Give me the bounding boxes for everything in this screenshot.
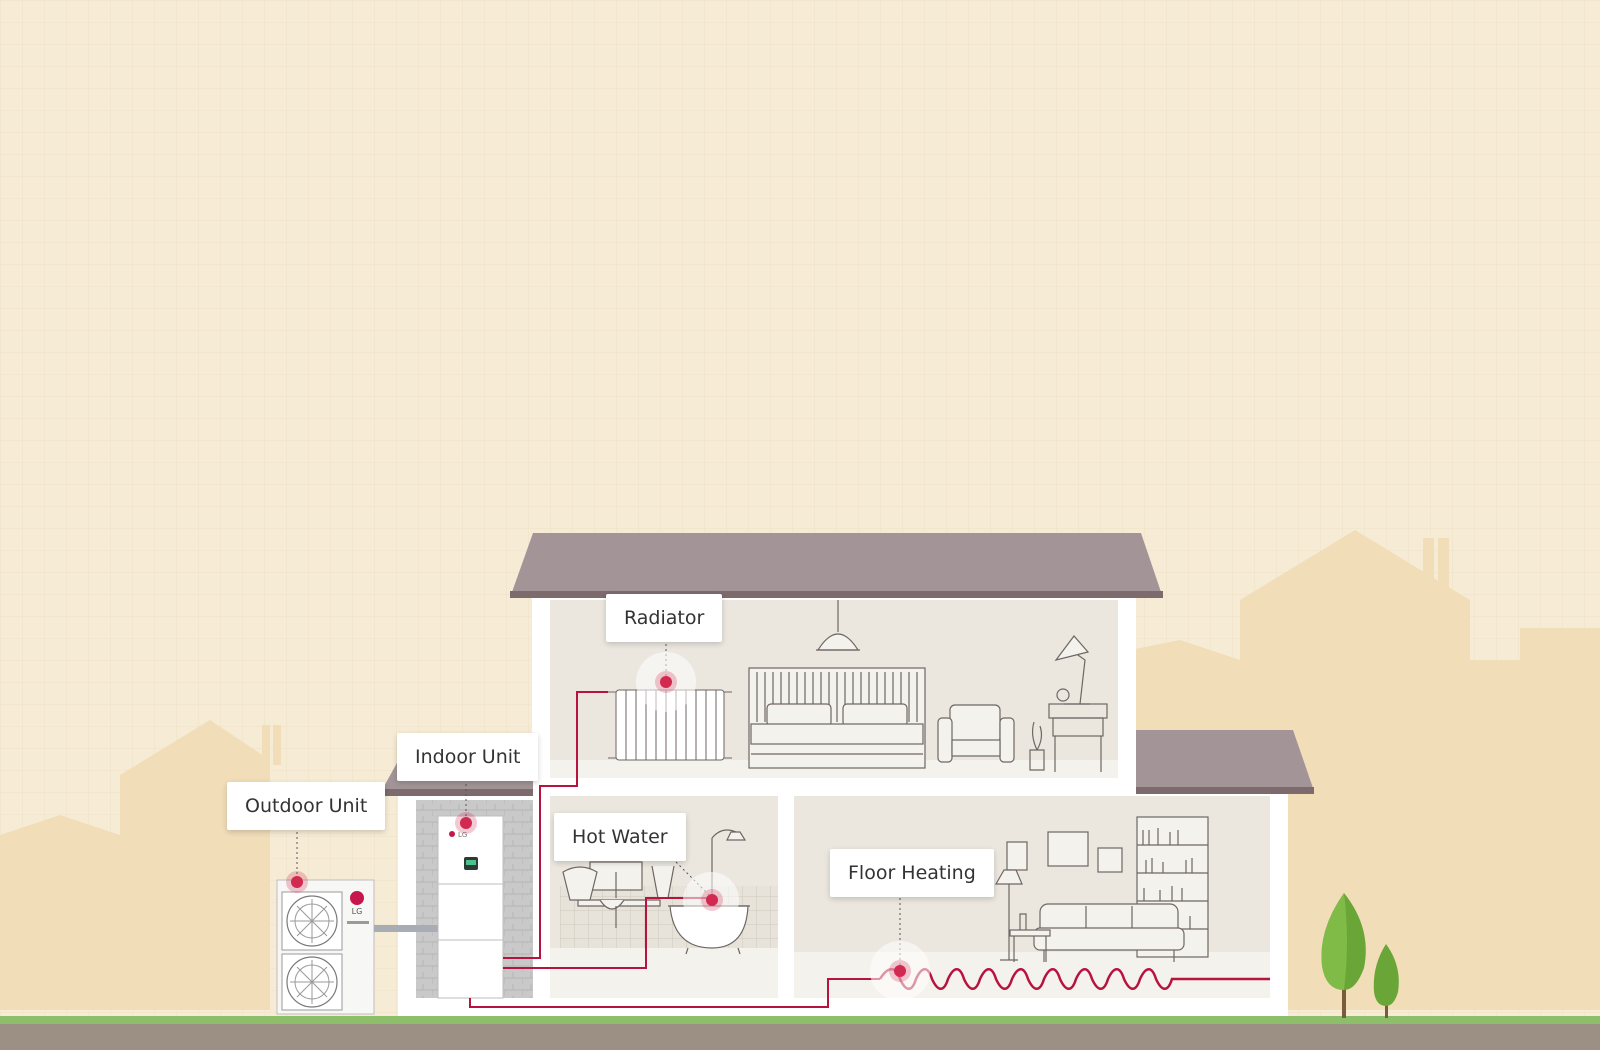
indoor-unit-hotspot[interactable]	[460, 817, 472, 829]
floor-heating-label[interactable]: Floor Heating	[830, 849, 994, 897]
outdoor-unit-logo-text: LG	[352, 907, 363, 916]
hot-water-label[interactable]: Hot Water	[554, 813, 686, 861]
outdoor-unit-illustration: LG	[276, 879, 375, 1015]
radiator-hotspot[interactable]	[660, 676, 672, 688]
outdoor-unit-label[interactable]: Outdoor Unit	[227, 782, 386, 830]
indoor-unit-illustration: LG	[437, 815, 504, 999]
ground-strip	[0, 1024, 1600, 1050]
hot-water-hotspot[interactable]	[706, 894, 718, 906]
heating-pipes	[469, 691, 1270, 1008]
indoor-unit-label[interactable]: Indoor Unit	[397, 733, 539, 781]
indoor-unit-logo-text: LG	[458, 831, 467, 839]
radiator-label[interactable]: Radiator	[606, 594, 723, 642]
grass-strip	[0, 1016, 1600, 1024]
bedroom-furniture	[748, 600, 1108, 772]
main-roof	[510, 533, 1163, 598]
living-room-furniture	[994, 816, 1209, 962]
tree-large	[1321, 893, 1366, 1018]
floor-heating-hotspot[interactable]	[894, 965, 906, 977]
refrigerant-pipe	[374, 925, 440, 932]
tree-small	[1373, 944, 1399, 1018]
right-roof	[1136, 730, 1314, 794]
outdoor-unit-hotspot[interactable]	[291, 876, 303, 888]
